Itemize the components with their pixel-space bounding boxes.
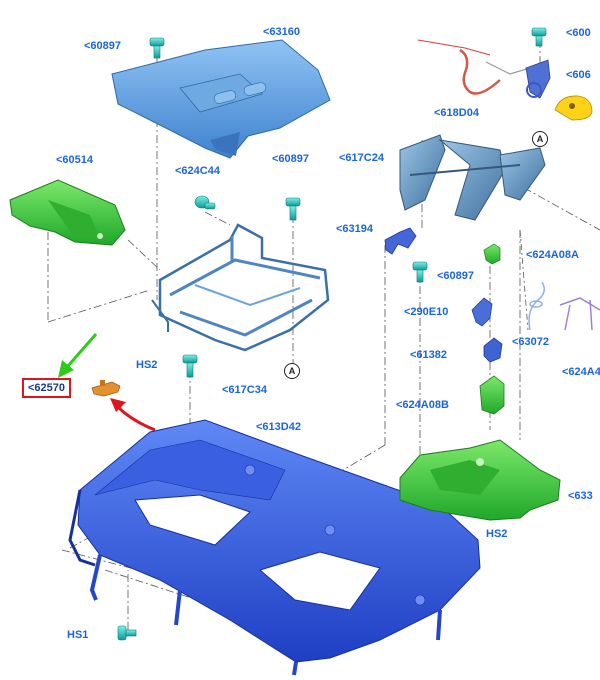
fastener-624C44[interactable] <box>194 195 216 210</box>
callout-HS1[interactable]: HS1 <box>67 629 89 641</box>
part-624A08A-clip[interactable] <box>483 243 501 265</box>
part-613D42-main-frame[interactable] <box>68 419 481 676</box>
part-618D04-cable[interactable] <box>417 39 531 95</box>
callout-624A08A[interactable]: <624A08A <box>526 249 579 261</box>
fastener-60897-top[interactable] <box>149 37 165 59</box>
fastener-600-top-right[interactable] <box>531 27 547 47</box>
callout-HS2-right[interactable]: HS2 <box>486 528 508 540</box>
fastener-HS2-left[interactable] <box>182 354 198 378</box>
part-617C24-rails[interactable] <box>399 134 546 221</box>
callout-613D42[interactable]: <613D42 <box>256 421 301 433</box>
part-606-bracket[interactable] <box>525 59 551 99</box>
part-63194[interactable] <box>384 227 417 255</box>
part-617C34-frame[interactable] <box>151 223 330 352</box>
part-63072-spring[interactable] <box>519 229 545 331</box>
callout-HS2-left[interactable]: HS2 <box>136 359 158 371</box>
callout-618D04[interactable]: <618D04 <box>434 107 479 119</box>
callout-633[interactable]: <633 <box>568 490 593 502</box>
part-633-housing[interactable] <box>399 439 561 521</box>
callout-617C34[interactable]: <617C34 <box>222 384 267 396</box>
part-290E10[interactable] <box>471 297 493 327</box>
callout-63194[interactable]: <63194 <box>336 223 374 235</box>
part-yellow-cap[interactable] <box>554 95 593 121</box>
part-61382[interactable] <box>483 337 503 363</box>
callout-60514[interactable]: <60514 <box>56 154 94 166</box>
callout-624C44[interactable]: <624C44 <box>175 165 220 177</box>
callout-624A4[interactable]: <624A4 <box>562 366 600 378</box>
ref-circle-a-left: A <box>284 363 300 379</box>
part-624A08B-bracket[interactable] <box>479 375 505 415</box>
ref-circle-a-right: A <box>532 131 548 147</box>
green-arrow-icon <box>58 333 98 378</box>
callout-63160[interactable]: <63160 <box>263 26 301 38</box>
callout-600[interactable]: <600 <box>566 27 591 39</box>
part-624A4-wire[interactable] <box>559 297 600 331</box>
part-60514-cover[interactable] <box>9 179 126 246</box>
part-62570-clip[interactable] <box>91 380 121 397</box>
callout-606[interactable]: <606 <box>566 69 591 81</box>
fastener-HS1[interactable] <box>117 625 137 641</box>
callout-61382[interactable]: <61382 <box>410 349 448 361</box>
red-arrow-icon <box>110 398 156 432</box>
callout-290E10[interactable]: <290E10 <box>404 306 449 318</box>
callout-63072[interactable]: <63072 <box>512 336 550 348</box>
callout-624A08B[interactable]: <624A08B <box>396 399 449 411</box>
part-63160-seat-pan[interactable] <box>111 39 331 159</box>
callout-617C24[interactable]: <617C24 <box>339 152 384 164</box>
callout-60897-top[interactable]: <60897 <box>84 40 122 52</box>
callout-60897-mid[interactable]: <60897 <box>272 153 310 165</box>
callout-62570-highlighted[interactable]: <62570 <box>22 378 72 398</box>
fastener-60897-mid[interactable] <box>285 197 301 221</box>
fastener-60897-right[interactable] <box>412 261 428 283</box>
callout-60897-right[interactable]: <60897 <box>437 270 475 282</box>
